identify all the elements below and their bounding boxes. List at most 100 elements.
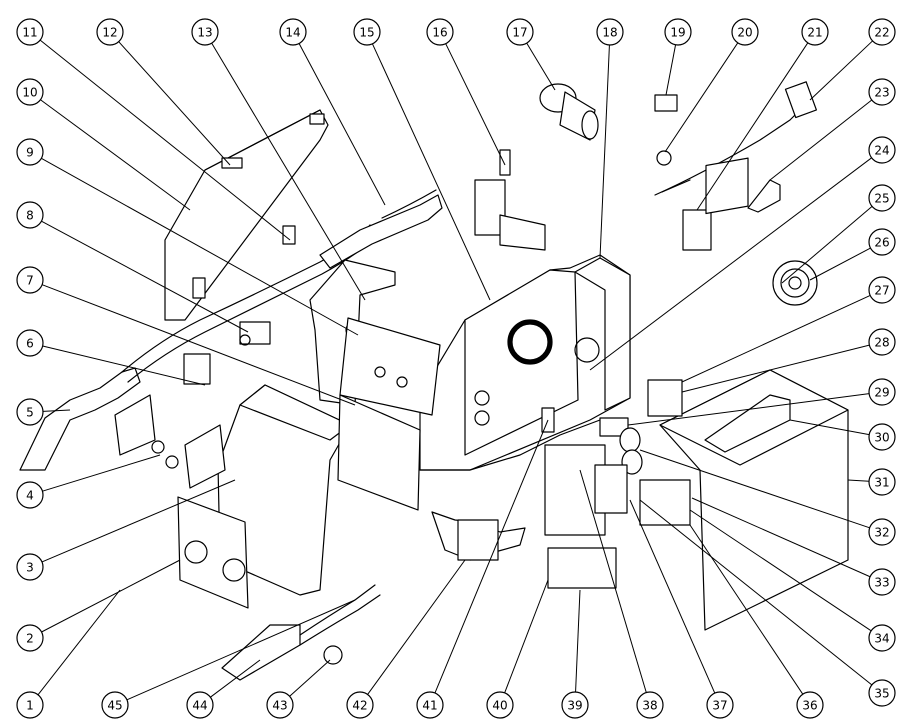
leader-line-39 <box>575 589 581 693</box>
callout-2: 2 <box>16 624 44 652</box>
callout-number: 19 <box>670 26 685 40</box>
wire-feeder <box>474 149 546 251</box>
leader-line-10 <box>40 99 191 211</box>
callout-circle <box>868 136 896 164</box>
leader-line-1 <box>37 589 121 696</box>
callout-circle <box>101 691 129 719</box>
leader-line-30 <box>789 419 870 436</box>
callout-circle <box>868 679 896 707</box>
callout-circle <box>16 398 44 426</box>
leader-line-13 <box>211 42 366 301</box>
callout-18: 18 <box>596 18 624 46</box>
leader-line-23 <box>769 99 873 181</box>
callout-circle <box>561 691 589 719</box>
callout-36: 36 <box>796 691 824 719</box>
callout-circle <box>16 138 44 166</box>
callout-number: 16 <box>432 26 447 40</box>
callout-number: 27 <box>874 284 889 298</box>
callout-41: 41 <box>416 691 444 719</box>
callout-circle <box>16 329 44 357</box>
callout-circle <box>636 691 664 719</box>
callout-number: 8 <box>26 209 34 223</box>
transformer <box>431 511 526 561</box>
leader-line-40 <box>504 579 549 694</box>
callout-9: 9 <box>16 138 44 166</box>
callout-circle <box>279 18 307 46</box>
leader-line-44 <box>210 659 261 698</box>
callout-circle <box>16 691 44 719</box>
leader-line-38 <box>579 469 647 693</box>
callout-number: 39 <box>567 699 582 713</box>
leader-line-36 <box>689 524 804 695</box>
callout-number: 21 <box>807 26 822 40</box>
callout-circle <box>16 78 44 106</box>
callout-number: 14 <box>285 26 300 40</box>
callout-number: 17 <box>512 26 527 40</box>
callout-circle <box>16 481 44 509</box>
leader-line-24 <box>589 157 872 371</box>
main-chassis <box>419 254 631 471</box>
callout-number: 7 <box>26 274 34 288</box>
leader-line-28 <box>681 344 870 393</box>
callout-circle <box>353 18 381 46</box>
leader-line-26 <box>809 247 871 281</box>
welding-torch <box>19 189 443 471</box>
leader-line-45 <box>126 599 356 701</box>
inner-control-panel <box>337 317 441 511</box>
callout-circle <box>868 78 896 106</box>
callout-circle <box>596 18 624 46</box>
callout-30: 30 <box>868 423 896 451</box>
callout-number: 37 <box>712 699 727 713</box>
callout-circle <box>416 691 444 719</box>
callout-circle <box>731 18 759 46</box>
callout-16: 16 <box>426 18 454 46</box>
callout-33: 33 <box>868 568 896 596</box>
callout-10: 10 <box>16 78 44 106</box>
callout-circle <box>868 468 896 496</box>
callout-circle <box>868 184 896 212</box>
callout-circle <box>16 201 44 229</box>
callout-28: 28 <box>868 328 896 356</box>
callout-circle <box>868 228 896 256</box>
front-panel <box>177 384 351 609</box>
callout-number: 11 <box>22 26 37 40</box>
callout-circle <box>868 378 896 406</box>
callout-circle <box>486 691 514 719</box>
leader-line-18 <box>599 44 610 259</box>
wire-spool <box>539 83 599 141</box>
leader-line-16 <box>445 43 506 166</box>
callout-number: 22 <box>874 26 889 40</box>
leader-line-20 <box>664 42 739 153</box>
callout-number: 23 <box>874 86 889 100</box>
callout-8: 8 <box>16 201 44 229</box>
callout-number: 38 <box>642 699 657 713</box>
callout-circle <box>868 624 896 652</box>
callout-27: 27 <box>868 276 896 304</box>
callout-circle <box>868 328 896 356</box>
power-electronics <box>541 379 691 589</box>
callout-19: 19 <box>664 18 692 46</box>
callout-37: 37 <box>706 691 734 719</box>
callout-circle <box>796 691 824 719</box>
leader-line-2 <box>41 559 181 633</box>
leader-line-32 <box>639 449 870 529</box>
callout-circle <box>16 553 44 581</box>
callout-number: 43 <box>272 699 287 713</box>
callout-number: 28 <box>874 336 889 350</box>
parts-drawing <box>19 81 849 681</box>
callout-number: 25 <box>874 192 889 206</box>
callout-circle <box>346 691 374 719</box>
callout-1: 1 <box>16 691 44 719</box>
callout-number: 31 <box>874 476 889 490</box>
callout-32: 32 <box>868 518 896 546</box>
leader-line-34 <box>689 509 872 632</box>
callout-42: 42 <box>346 691 374 719</box>
callout-21: 21 <box>801 18 829 46</box>
callout-5: 5 <box>16 398 44 426</box>
callout-31: 31 <box>868 468 896 496</box>
callout-number: 9 <box>26 146 34 160</box>
callout-number: 2 <box>26 632 34 646</box>
callout-circle <box>16 624 44 652</box>
callout-26: 26 <box>868 228 896 256</box>
